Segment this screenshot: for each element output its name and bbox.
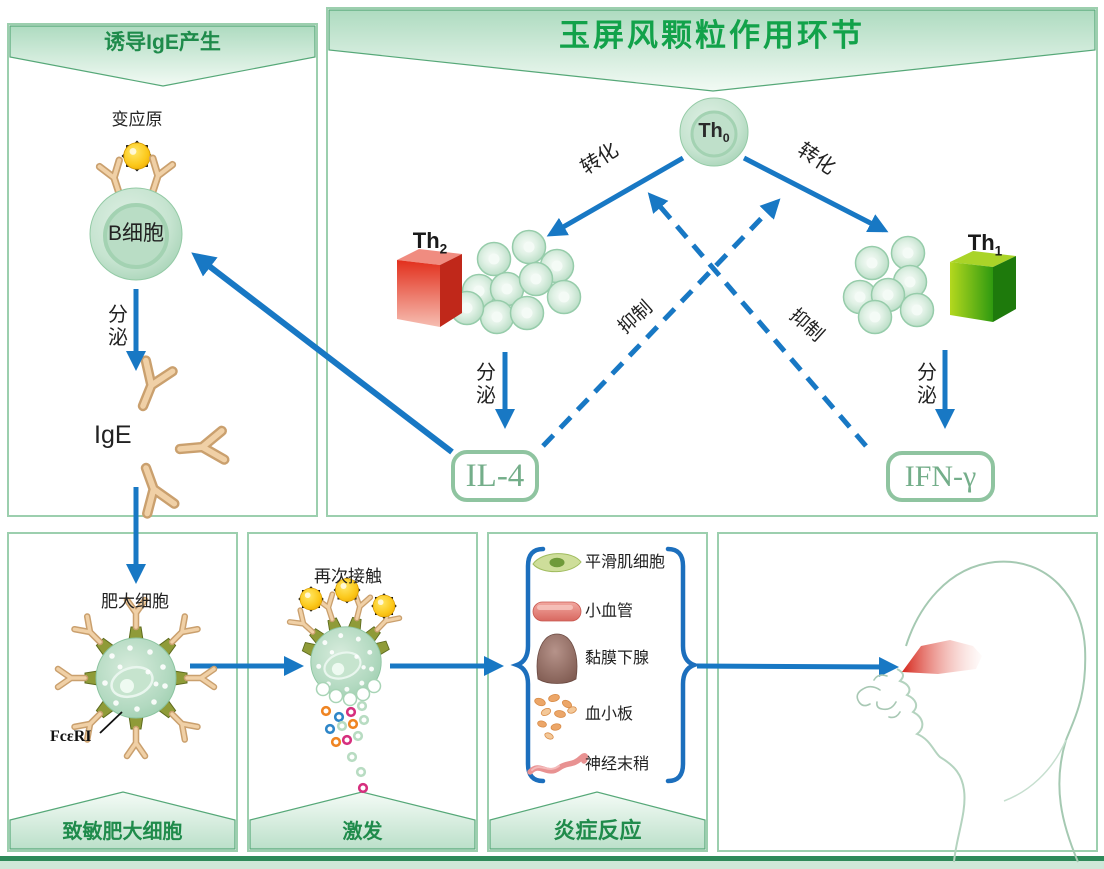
recontact-label: 再次接触	[314, 567, 382, 586]
arrow-il4-inhibit-th1	[541, 198, 781, 448]
banner-sensitized-label: 致敏肥大细胞	[62, 821, 183, 843]
il4-box	[451, 450, 539, 502]
th0-cell	[679, 97, 749, 167]
arrow-il4-to-bcell	[191, 252, 454, 455]
banner-sensitized	[9, 791, 236, 850]
right-brace	[665, 546, 701, 784]
th1-label: Th1	[955, 230, 1015, 259]
arrow-th0-to-th1	[742, 155, 889, 233]
allergen-label: 变应原	[111, 110, 163, 129]
banner-trigger-label: 激发	[342, 821, 383, 843]
granules	[320, 700, 370, 794]
ige-label: IgE	[94, 421, 132, 449]
ifng-label: IFN-γ	[904, 460, 977, 493]
th1-base: Th	[967, 230, 995, 255]
sneeze-squiggles	[856, 674, 901, 719]
b-cell	[89, 158, 183, 281]
th2-secrete-label: 分泌	[476, 362, 496, 407]
th1-secrete-label: 分泌	[917, 362, 937, 407]
th2-base: Th	[412, 228, 440, 253]
banner-mechanism-title	[328, 9, 1096, 92]
bcell-secrete-label: 分泌	[108, 304, 128, 349]
solid-arrows	[126, 155, 955, 677]
th1-sub: 1	[994, 243, 1003, 259]
th2-sub: 2	[439, 241, 448, 257]
vesicle-bumps	[315, 678, 382, 707]
submucosal-gland-icon	[536, 633, 578, 684]
mast-cell-label: 肥大细胞	[101, 592, 169, 611]
panel-head	[717, 532, 1098, 852]
th0-label: Th0	[683, 120, 745, 145]
smooth-muscle-icon	[532, 553, 582, 573]
banner-shapes	[9, 9, 1096, 850]
th2-box-icon	[397, 249, 462, 327]
target-small-vessel-label: 小血管	[585, 603, 634, 620]
b-cell-label: B细胞	[107, 222, 164, 245]
target-nerve-ending-label: 神经末稍	[585, 756, 650, 773]
fceri-label: FcεRI	[50, 728, 92, 745]
head-profile	[896, 560, 1087, 863]
th0-sub: 0	[722, 131, 730, 145]
th0-base: Th	[698, 120, 723, 142]
target-platelet-label: 血小板	[585, 706, 634, 723]
banner-trigger	[249, 791, 476, 850]
platelets-icon	[534, 694, 577, 740]
allergen-icon	[120, 139, 154, 173]
arrow-th0-to-th2	[546, 155, 685, 237]
small-vessel-icon	[532, 601, 582, 622]
th1-box-icon	[950, 251, 1016, 322]
mechanism-title: 玉屏风颗粒作用环节	[559, 18, 865, 53]
arrow-targets-to-nose	[696, 656, 899, 677]
banner-induce-ige-label: 诱导IgE产生	[104, 31, 221, 54]
il4-label: IL-4	[465, 458, 525, 494]
nerve-ending-icon	[527, 753, 589, 775]
inhibit-arrows	[541, 192, 868, 448]
inflamed-nose	[902, 640, 982, 674]
ifng-box	[886, 451, 995, 502]
banner-induce-ige	[9, 25, 316, 87]
bottom-bar	[0, 856, 1104, 869]
fceri-pointer-line	[99, 711, 123, 734]
target-submucosal-gland-label: 黏膜下腺	[585, 650, 650, 667]
arrow-ifng-inhibit-th2	[647, 192, 868, 448]
target-smooth-muscle-label: 平滑肌细胞	[585, 554, 666, 571]
mast-cell-degranulating	[290, 576, 400, 794]
panel-frames	[7, 7, 1098, 852]
banner-inflammation-label: 炎症反应	[553, 818, 642, 843]
th2-label: Th2	[400, 228, 460, 257]
banner-inflammation	[489, 791, 706, 850]
